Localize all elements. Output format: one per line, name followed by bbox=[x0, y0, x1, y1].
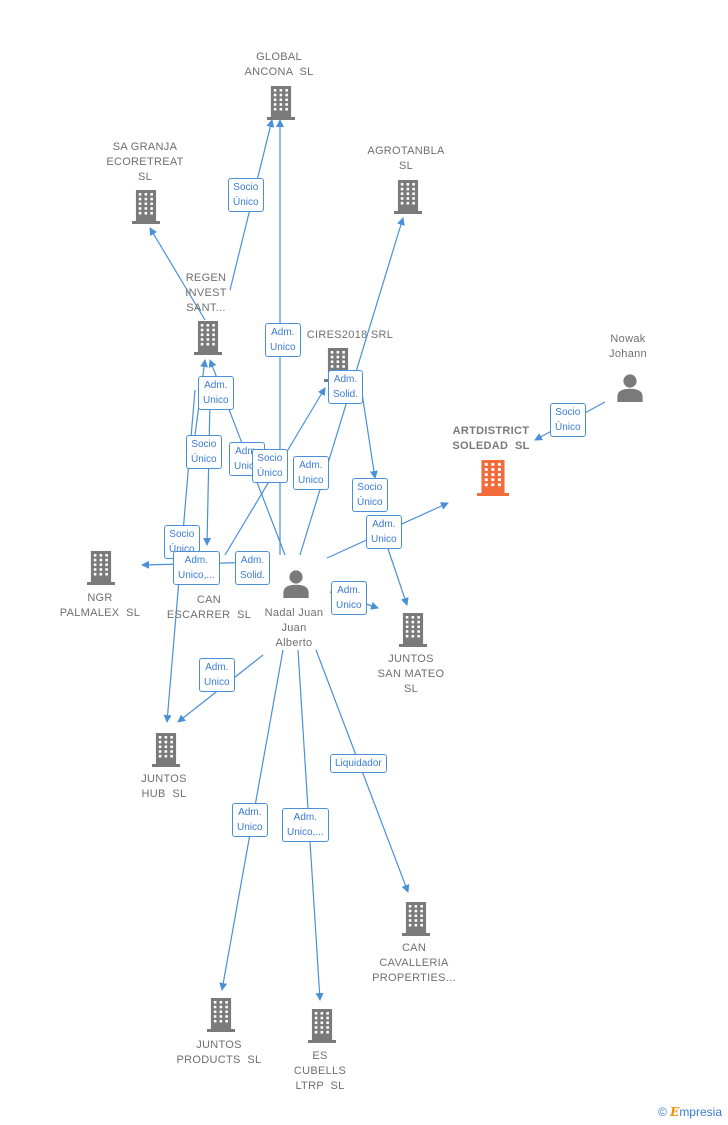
building-icon bbox=[308, 1009, 336, 1048]
brand-logo-text: mpresia bbox=[679, 1105, 722, 1119]
edge-label[interactable]: Adm. Unico bbox=[198, 376, 234, 410]
node-label: REGEN INVEST SANT... bbox=[185, 272, 227, 314]
copyright-symbol: © bbox=[657, 1105, 667, 1119]
person-icon bbox=[281, 568, 311, 603]
node-label: SA GRANJA ECORETREAT SL bbox=[106, 141, 184, 183]
node-label: GLOBAL ANCONA SL bbox=[244, 51, 314, 78]
edge-label[interactable]: Socio Único bbox=[352, 478, 388, 512]
node-label: JUNTOS PRODUCTS SL bbox=[176, 1039, 262, 1066]
building-icon bbox=[152, 733, 180, 772]
person-icon bbox=[615, 372, 645, 407]
building-icon bbox=[207, 998, 235, 1037]
empresia-watermark[interactable]: © Empresia bbox=[658, 1105, 722, 1119]
edge-label[interactable]: Adm. Unico,... bbox=[173, 551, 220, 585]
edge-label[interactable]: Socio Único bbox=[228, 178, 264, 212]
edge-label[interactable]: Liquidador bbox=[330, 754, 387, 773]
edge-label[interactable]: Socio Único bbox=[186, 435, 222, 469]
building-icon bbox=[87, 551, 115, 590]
edge-label[interactable]: Adm. Solid. bbox=[328, 370, 364, 404]
node-label: CAN ESCARRER SL bbox=[166, 594, 252, 621]
building-icon bbox=[399, 613, 427, 652]
edge-label[interactable]: Adm. Unico bbox=[331, 581, 367, 615]
edge-label[interactable]: Socio Único bbox=[550, 403, 586, 437]
building-icon bbox=[477, 460, 509, 501]
edge-label[interactable]: Adm. Unico bbox=[232, 803, 268, 837]
brand-logo-initial: E bbox=[670, 1105, 680, 1119]
edge-label[interactable]: Socio Único bbox=[252, 449, 288, 483]
node-label: JUNTOS SAN MATEO SL bbox=[377, 653, 445, 695]
building-icon bbox=[394, 180, 422, 219]
edge-label[interactable]: Adm. Solid. bbox=[235, 551, 271, 585]
node-label: Nadal Juan Juan Alberto bbox=[264, 607, 324, 649]
building-icon bbox=[267, 86, 295, 125]
node-label: ARTDISTRICT SOLEDAD SL bbox=[452, 425, 530, 452]
node-label: JUNTOS HUB SL bbox=[141, 773, 187, 800]
building-icon bbox=[402, 902, 430, 941]
edge-line bbox=[384, 539, 409, 606]
node-label: CAN CAVALLERIA PROPERTIES... bbox=[372, 942, 456, 984]
edge-label[interactable]: Adm. Unico,... bbox=[282, 808, 329, 842]
edge-label[interactable]: Adm. Unico bbox=[293, 456, 329, 490]
node-label: CIRES2018 SRL bbox=[306, 329, 394, 341]
edge-line bbox=[203, 399, 212, 546]
building-icon bbox=[132, 190, 160, 229]
edge-label[interactable]: Adm. Unico bbox=[265, 323, 301, 357]
building-icon bbox=[194, 321, 222, 360]
node-label: NGR PALMALEX SL bbox=[59, 592, 141, 619]
node-label: Nowak Johann bbox=[609, 333, 647, 360]
edge-line bbox=[149, 227, 206, 321]
edge-label[interactable]: Adm. Unico bbox=[199, 658, 235, 692]
node-label: ES CUBELLS LTRP SL bbox=[293, 1050, 347, 1092]
edge-label[interactable]: Adm. Unico bbox=[366, 515, 402, 549]
node-label: AGROTANBLA SL bbox=[367, 145, 445, 172]
